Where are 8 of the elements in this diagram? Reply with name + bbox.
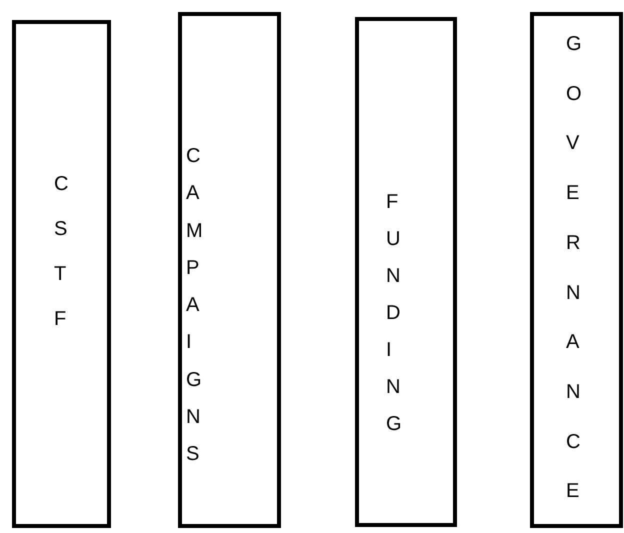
vertical-label: CSTF xyxy=(54,172,74,332)
vertical-box xyxy=(178,12,281,528)
vertical-box xyxy=(355,17,457,527)
vertical-label: GOVERNANCE xyxy=(566,32,586,504)
vertical-box xyxy=(530,12,623,528)
vertical-label: CAMPAIGNS xyxy=(186,144,206,468)
vertical-label: FUNDING xyxy=(386,190,406,437)
vertical-box xyxy=(12,20,111,528)
